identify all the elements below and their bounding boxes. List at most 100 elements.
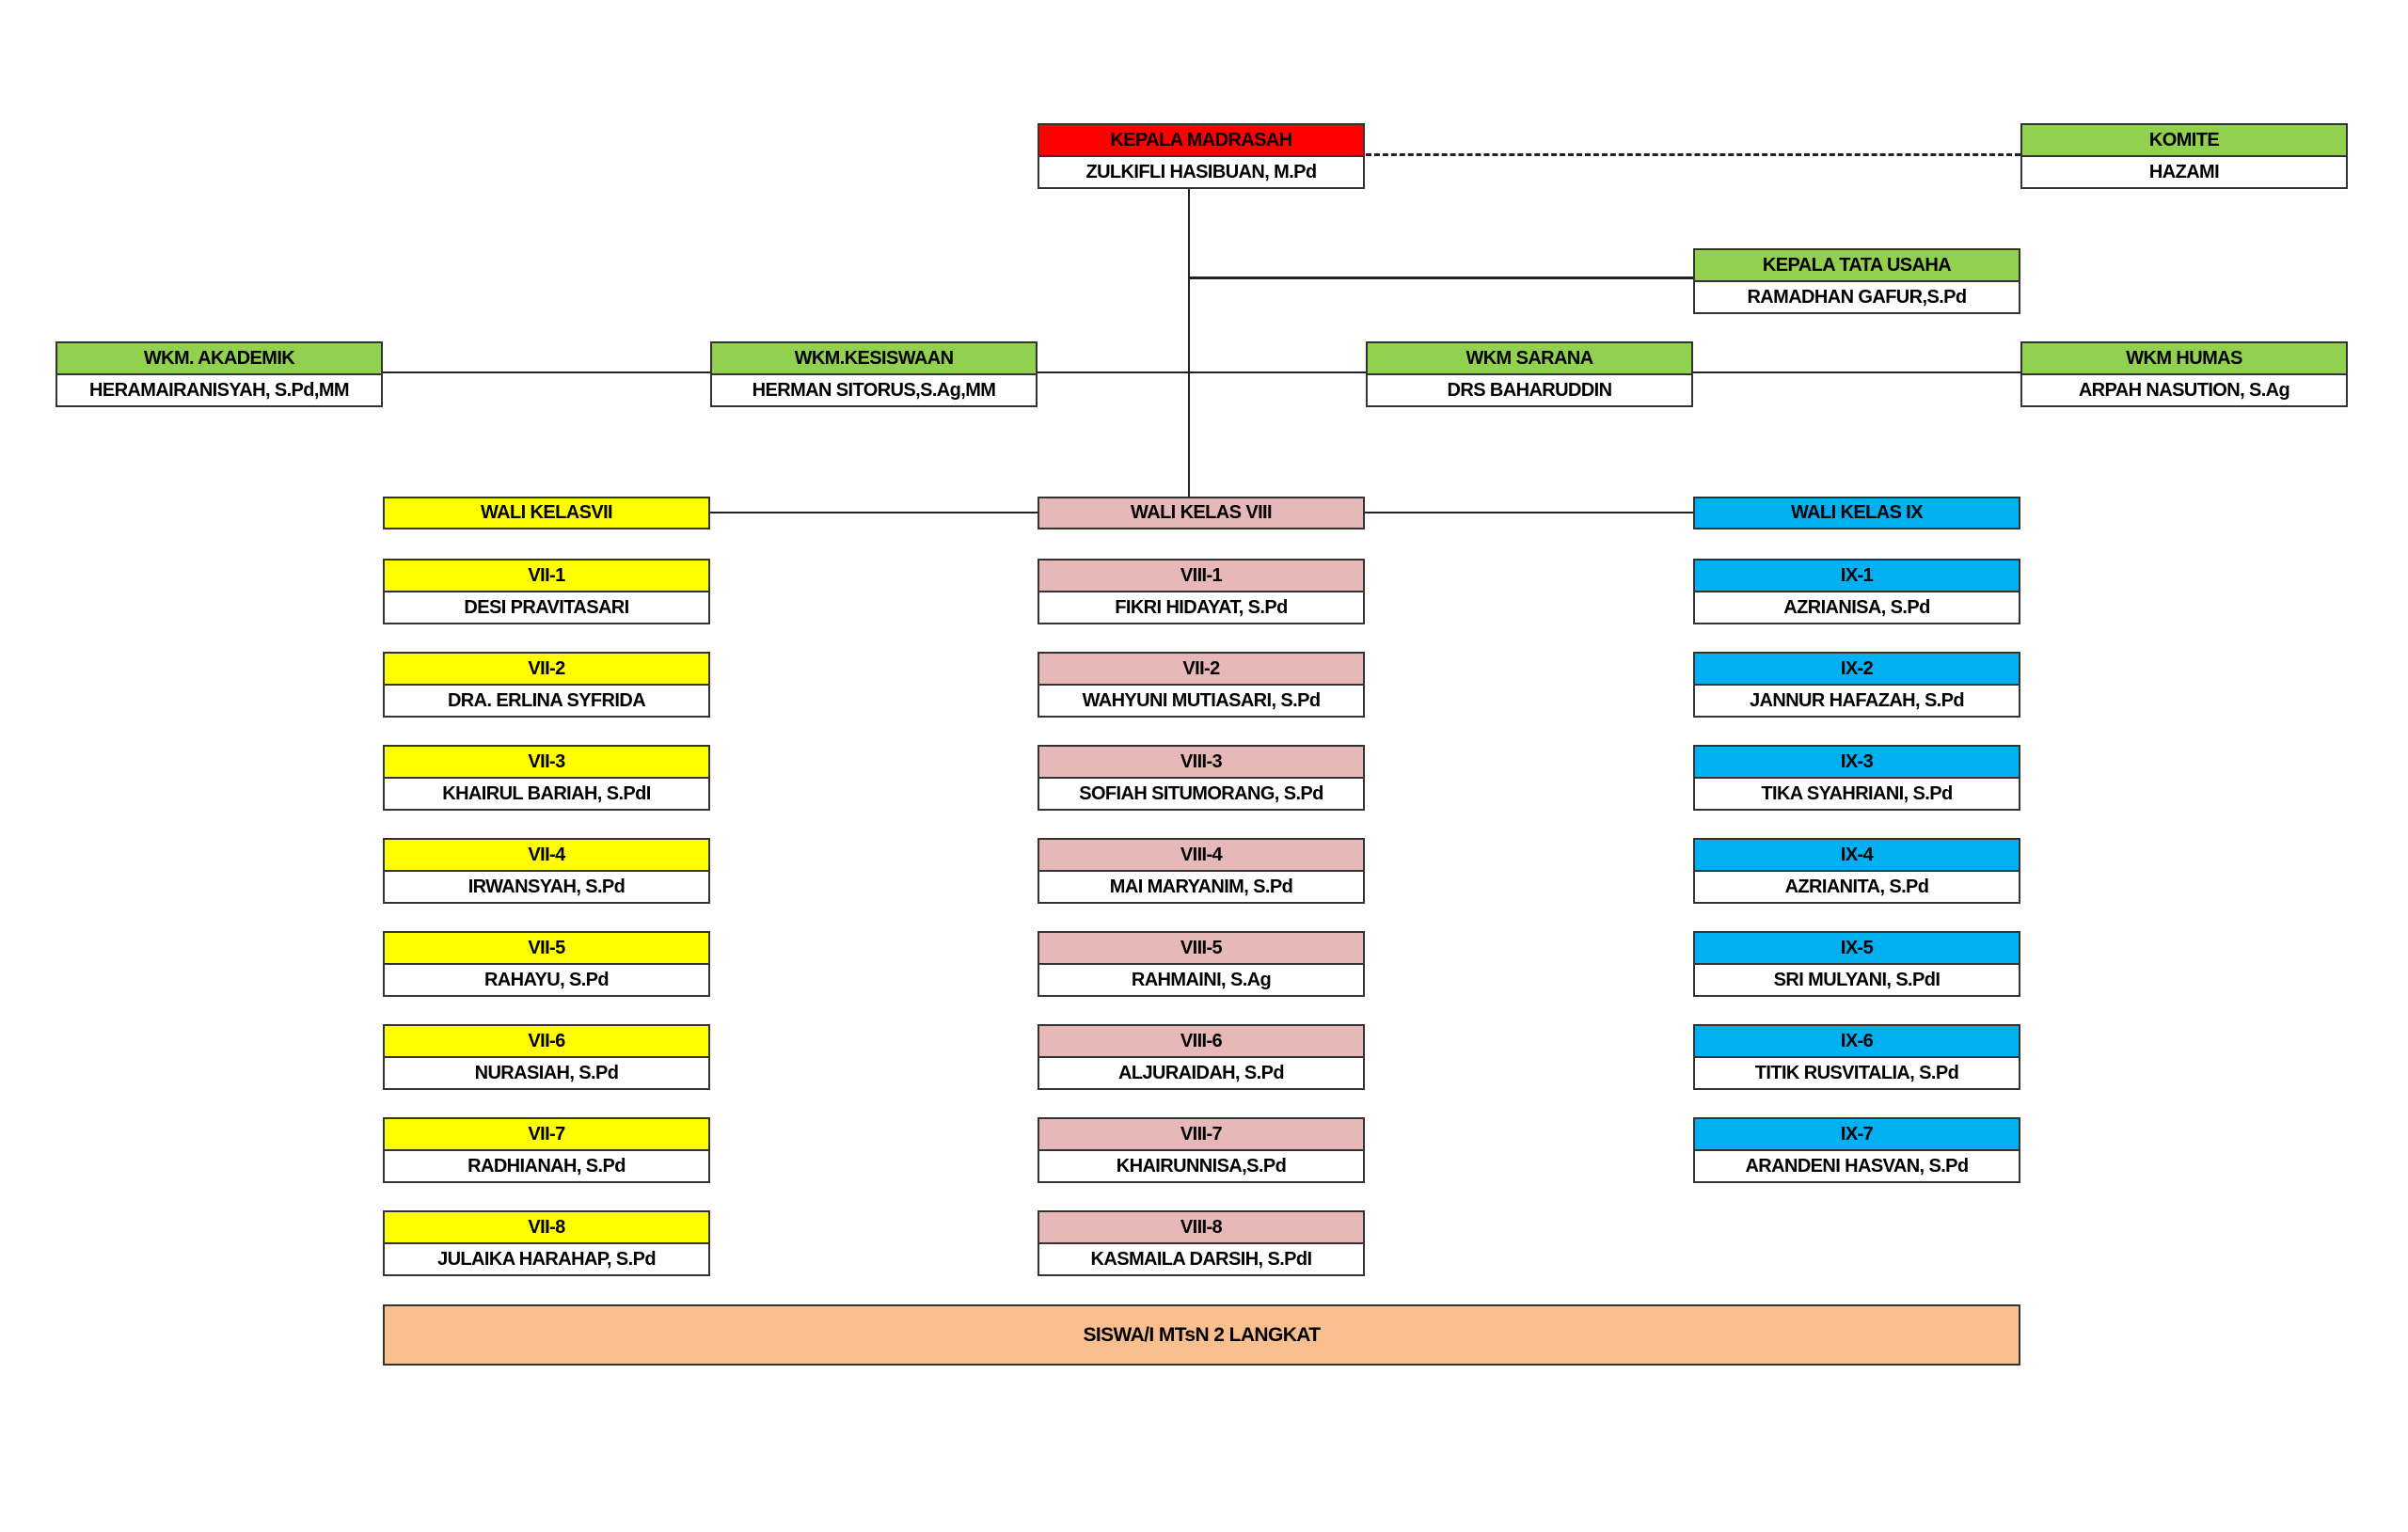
class-box-title: IX-4 bbox=[1695, 840, 2019, 872]
class-box-title: VIII-5 bbox=[1039, 933, 1363, 965]
class-box-name: ARANDENI HASVAN, S.Pd bbox=[1745, 1156, 1969, 1177]
wkm-box-3-title: WKM HUMAS bbox=[2022, 343, 2346, 375]
class-box-name: DESI PRAVITASARI bbox=[464, 597, 629, 618]
tata-usaha-box: KEPALA TATA USAHA RAMADHAN GAFUR,S.Pd bbox=[1693, 248, 2020, 314]
class-box-title: VII-7 bbox=[385, 1119, 708, 1151]
wali-kelas-header-0: WALI KELASVII bbox=[383, 497, 710, 529]
class-box-title: IX-6 bbox=[1695, 1026, 2019, 1058]
class-box-title: VIII-7 bbox=[1039, 1119, 1363, 1151]
wkm-box-0: WKM. AKADEMIK HERAMAIRANISYAH, S.Pd,MM bbox=[55, 341, 383, 407]
wali-kelas-header-2: WALI KELAS IX bbox=[1693, 497, 2020, 529]
komite-title: KOMITE bbox=[2022, 125, 2346, 157]
class-box-name: SOFIAH SITUMORANG, S.Pd bbox=[1079, 783, 1323, 804]
tata-usaha-title: KEPALA TATA USAHA bbox=[1695, 250, 2019, 282]
class-box-name: IRWANSYAH, S.Pd bbox=[467, 877, 626, 897]
class-box-name: AZRIANISA, S.Pd bbox=[1783, 597, 1930, 618]
class-box-title: IX-2 bbox=[1695, 654, 2019, 686]
students-box: SISWA/I MTsN 2 LANGKAT bbox=[383, 1304, 2020, 1366]
class-box-title: VII-2 bbox=[385, 654, 708, 686]
class-box-name: WAHYUNI MUTIASARI, S.Pd bbox=[1082, 690, 1321, 711]
kepala-madrasah-name: ZULKIFLI HASIBUAN, M.Pd bbox=[1085, 162, 1317, 182]
class-box-name: KASMAILA DARSIH, S.PdI bbox=[1090, 1249, 1313, 1270]
wkm-box-1-name: HERMAN SITORUS,S.Ag,MM bbox=[752, 380, 996, 401]
class-box-title: IX-1 bbox=[1695, 561, 2019, 592]
class-box-title: VII-3 bbox=[385, 747, 708, 779]
connector-komite-dashed bbox=[1366, 153, 2020, 156]
wali-kelas-header-1: WALI KELAS VIII bbox=[1038, 497, 1365, 529]
wkm-box-0-name: HERAMAIRANISYAH, S.Pd,MM bbox=[89, 380, 350, 401]
class-box-title: VIII-8 bbox=[1039, 1212, 1363, 1244]
class-box-title: VII-4 bbox=[385, 840, 708, 872]
class-box-name: RAHAYU, S.Pd bbox=[483, 970, 610, 990]
class-box-title: VII-6 bbox=[385, 1026, 708, 1058]
class-box-name: TITIK RUSVITALIA, S.Pd bbox=[1754, 1063, 1959, 1083]
class-box-name: MAI MARYANIM, S.Pd bbox=[1109, 877, 1293, 897]
wkm-box-2: WKM SARANA DRS BAHARUDDIN bbox=[1366, 341, 1693, 407]
connector-head-vertical bbox=[1188, 185, 1190, 497]
class-box-title: VII-2 bbox=[1039, 654, 1363, 686]
connector-wkm bbox=[383, 371, 2020, 373]
class-box-name: RAHMAINI, S.Ag bbox=[1131, 970, 1272, 990]
class-box-title: IX-7 bbox=[1695, 1119, 2019, 1151]
wkm-box-2-name: DRS BAHARUDDIN bbox=[1447, 380, 1613, 401]
kepala-madrasah-box: KEPALA MADRASAH ZULKIFLI HASIBUAN, M.Pd bbox=[1038, 123, 1365, 189]
class-box-title: VIII-3 bbox=[1039, 747, 1363, 779]
class-box-title: VII-5 bbox=[385, 933, 708, 965]
class-box-title: VII-1 bbox=[385, 561, 708, 592]
class-box-name: AZRIANITA, S.Pd bbox=[1784, 877, 1929, 897]
komite-box: KOMITE HAZAMI bbox=[2020, 123, 2348, 189]
class-box-title: VII-8 bbox=[385, 1212, 708, 1244]
class-box-name: TIKA SYAHRIANI, S.Pd bbox=[1761, 783, 1953, 804]
wkm-box-1-title: WKM.KESISWAAN bbox=[712, 343, 1036, 375]
wali-kelas-header-0-title: WALI KELASVII bbox=[385, 498, 708, 528]
connector-tata-usaha bbox=[1189, 276, 1693, 279]
class-box-name: JULAIKA HARAHAP, S.Pd bbox=[437, 1249, 656, 1270]
class-box-name: ALJURAIDAH, S.Pd bbox=[1118, 1063, 1285, 1083]
wali-kelas-header-2-title: WALI KELAS IX bbox=[1695, 498, 2019, 528]
tata-usaha-name: RAMADHAN GAFUR,S.Pd bbox=[1747, 287, 1967, 308]
class-box-name: NURASIAH, S.Pd bbox=[474, 1063, 619, 1083]
class-box-title: VIII-4 bbox=[1039, 840, 1363, 872]
class-box-title: VIII-1 bbox=[1039, 561, 1363, 592]
class-box-name: KHAIRUNNISA,S.Pd bbox=[1116, 1156, 1287, 1177]
class-box-title: IX-5 bbox=[1695, 933, 2019, 965]
wkm-box-2-title: WKM SARANA bbox=[1368, 343, 1691, 375]
class-box-name: SRI MULYANI, S.PdI bbox=[1773, 970, 1941, 990]
class-box-name: RADHIANAH, S.Pd bbox=[467, 1156, 626, 1177]
class-box-name: FIKRI HIDAYAT, S.Pd bbox=[1115, 597, 1288, 618]
class-box-name: JANNUR HAFAZAH, S.Pd bbox=[1749, 690, 1965, 711]
wkm-box-1: WKM.KESISWAAN HERMAN SITORUS,S.Ag,MM bbox=[710, 341, 1038, 407]
kepala-madrasah-title: KEPALA MADRASAH bbox=[1039, 125, 1363, 157]
class-box-title: VIII-6 bbox=[1039, 1026, 1363, 1058]
class-box-name: KHAIRUL BARIAH, S.PdI bbox=[442, 783, 651, 804]
class-box-name: DRA. ERLINA SYFRIDA bbox=[447, 690, 646, 711]
wali-kelas-header-1-title: WALI KELAS VIII bbox=[1039, 498, 1363, 528]
class-box-title: IX-3 bbox=[1695, 747, 2019, 779]
wkm-box-0-title: WKM. AKADEMIK bbox=[57, 343, 381, 375]
komite-name: HAZAMI bbox=[2148, 162, 2220, 182]
